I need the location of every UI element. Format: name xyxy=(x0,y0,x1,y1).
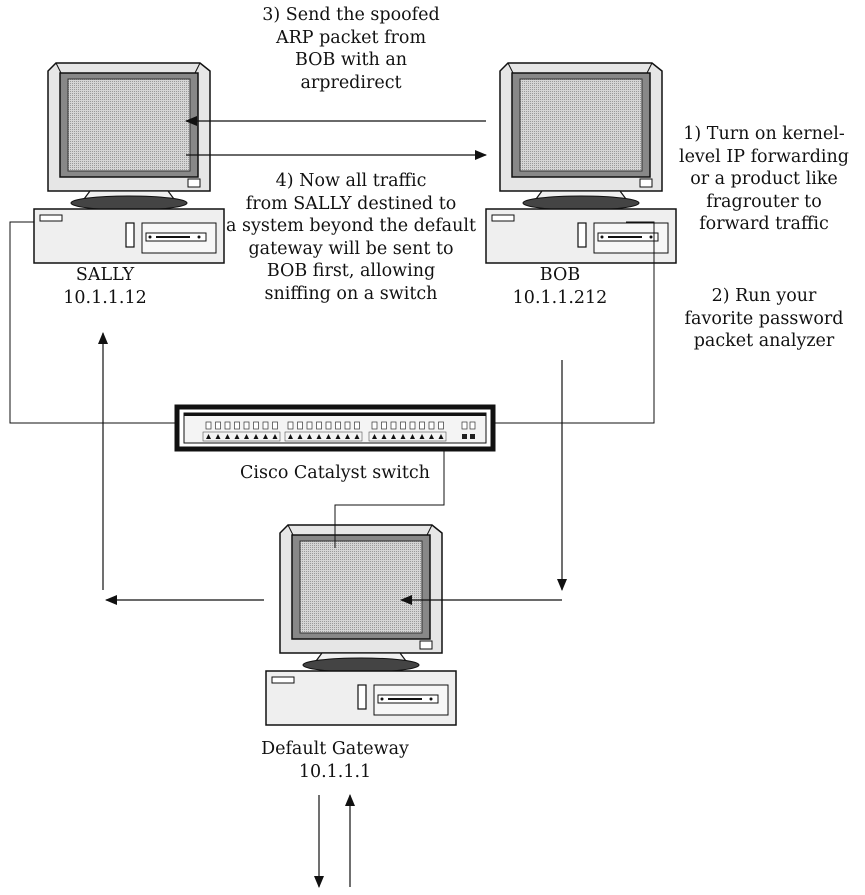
switch-port-led xyxy=(381,434,387,439)
switch-port xyxy=(306,421,313,430)
switch-port xyxy=(428,421,435,430)
switch-port-led xyxy=(419,434,425,439)
step1-line: or a product like xyxy=(690,169,838,189)
switch-port xyxy=(438,421,444,430)
gateway-label: Default Gateway 10.1.1.1 xyxy=(230,738,440,783)
gateway-name: Default Gateway xyxy=(261,739,409,759)
bob-name: BOB xyxy=(539,265,581,285)
step3-line: BOB with an xyxy=(294,50,408,70)
switch-port xyxy=(381,421,387,430)
switch-port-led xyxy=(272,434,278,439)
cable-bob-switch xyxy=(493,221,655,424)
step4-line: BOB first, allowing xyxy=(266,261,436,281)
switch-port-led xyxy=(263,434,268,439)
switch-port xyxy=(325,421,332,430)
switch-port-led xyxy=(244,434,249,439)
switch-port-led xyxy=(354,434,360,439)
sally-computer-icon xyxy=(33,62,225,264)
step3-label: 3) Send the spoofed ARP packet from BOB … xyxy=(235,4,467,94)
switch-port-led xyxy=(410,434,415,439)
step2-label: 2) Run your favorite password packet ana… xyxy=(666,285,862,353)
switch-port xyxy=(297,421,303,430)
switch-port-led xyxy=(438,434,444,439)
step2-line: favorite password xyxy=(684,308,844,329)
switch-uplink-led xyxy=(462,434,467,439)
switch-port-group xyxy=(284,431,363,442)
bob-label: BOB 10.1.1.212 xyxy=(480,264,640,309)
network-cables xyxy=(9,221,655,548)
switch-port-led xyxy=(345,434,350,439)
switch-port xyxy=(243,421,250,430)
switch-uplink-port xyxy=(469,421,476,430)
traffic-arrows xyxy=(98,116,567,888)
step3-line: ARP packet from xyxy=(275,27,427,48)
step3-line: 3) Send the spoofed xyxy=(262,5,440,25)
step4-line: from SALLY destined to xyxy=(245,193,457,214)
sally-ip: 10.1.1.12 xyxy=(63,287,147,308)
switch-port xyxy=(262,421,269,430)
step1-line: fragrouter to xyxy=(706,191,822,212)
switch-port-group xyxy=(202,431,281,442)
step2-line: packet analyzer xyxy=(693,331,835,351)
step2-line: 2) Run your xyxy=(711,286,817,306)
switch-port xyxy=(224,421,231,430)
switch-port-led xyxy=(307,434,312,439)
switch-port-led xyxy=(297,434,303,439)
switch-icon xyxy=(174,404,496,452)
gateway-computer-icon xyxy=(265,524,457,726)
switch-port-led xyxy=(372,434,377,439)
switch-port-led xyxy=(335,434,341,439)
step1-label: 1) Turn on kernel- level IP forwarding o… xyxy=(666,123,862,236)
sally-label: SALLY 10.1.1.12 xyxy=(30,264,180,309)
switch-label: Cisco Catalyst switch xyxy=(200,462,470,485)
switch-port xyxy=(287,421,294,430)
switch-port-led xyxy=(206,434,211,439)
switch-port xyxy=(215,421,221,430)
switch-port xyxy=(390,421,397,430)
switch-port xyxy=(371,421,378,430)
switch-port-group xyxy=(368,431,447,442)
switch-port-led xyxy=(288,434,293,439)
switch-port xyxy=(354,421,360,430)
switch-port xyxy=(205,421,212,430)
switch-port-led xyxy=(326,434,331,439)
switch-port-led xyxy=(215,434,221,439)
bob-ip: 10.1.1.212 xyxy=(512,287,608,308)
bob-computer-icon xyxy=(485,62,677,264)
cable-switch-gateway xyxy=(334,449,445,548)
step3-line: arpredirect xyxy=(300,72,402,93)
step1-line: forward traffic xyxy=(699,214,829,234)
switch-port-led xyxy=(253,434,259,439)
switch-port-led xyxy=(316,434,322,439)
switch-port-led xyxy=(429,434,434,439)
switch-port xyxy=(335,421,341,430)
step4-line: a system beyond the default xyxy=(226,216,476,236)
switch-uplink-port xyxy=(461,421,468,430)
switch-port-led xyxy=(400,434,406,439)
step4-line: gateway will be sent to xyxy=(248,238,454,259)
switch-port xyxy=(409,421,416,430)
sally-name: SALLY xyxy=(75,265,135,285)
switch-port-led xyxy=(391,434,396,439)
switch-port xyxy=(400,421,406,430)
step4-line: 4) Now all traffic xyxy=(275,171,427,191)
switch-port-led xyxy=(234,434,240,439)
switch-uplink-led xyxy=(470,434,475,439)
switch-port-led xyxy=(225,434,230,439)
switch-port xyxy=(419,421,425,430)
gateway-ip: 10.1.1.1 xyxy=(298,761,372,782)
switch-name: Cisco Catalyst switch xyxy=(240,463,430,483)
step4-line: sniffing on a switch xyxy=(264,283,438,304)
switch-port xyxy=(344,421,351,430)
cable-sally-switch xyxy=(9,221,177,424)
switch-port xyxy=(272,421,278,430)
step1-line: 1) Turn on kernel- xyxy=(683,124,845,144)
step4-label: 4) Now all traffic from SALLY destined t… xyxy=(205,170,497,305)
switch-port xyxy=(316,421,322,430)
step1-line: level IP forwarding xyxy=(678,146,850,167)
switch-port xyxy=(253,421,259,430)
switch-port xyxy=(234,421,240,430)
